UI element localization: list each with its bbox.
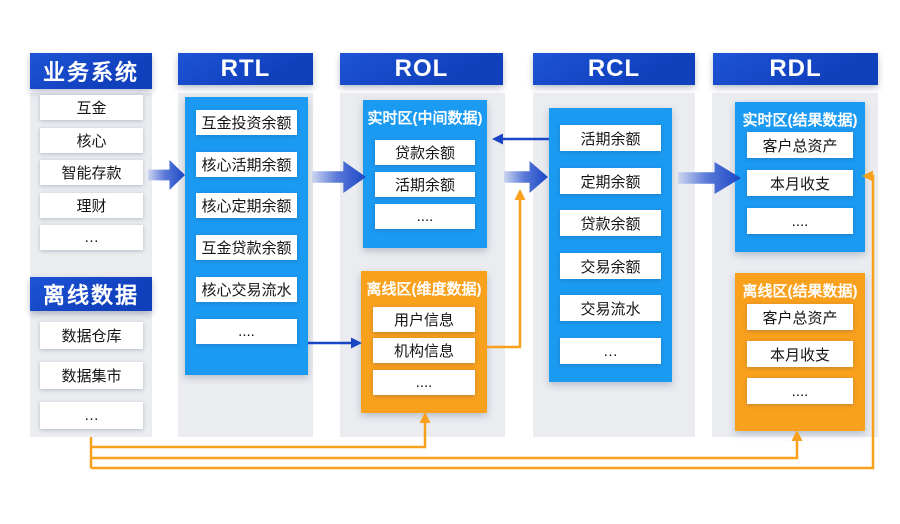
rcl-item: …	[560, 338, 661, 364]
rdl-realtime-zone-title: 实时区(结果数据)	[742, 111, 858, 129]
rol-header: ROL	[340, 53, 503, 85]
rdl-offline-zone-title: 离线区(结果数据)	[742, 282, 858, 300]
rcl-item: 交易余额	[560, 253, 661, 279]
rtl-item: 互金贷款余额	[196, 235, 297, 260]
rdl-header: RDL	[713, 53, 878, 85]
rol-realtime-zone-title: 实时区(中间数据)	[367, 109, 483, 127]
business-systems-header: 业务系统	[30, 53, 152, 89]
rdl-realtime-item: 客户总资产	[747, 132, 853, 158]
rol-offline-item: 用户信息	[373, 307, 475, 332]
rtl-header: RTL	[178, 53, 313, 85]
rdl-offline-item: 本月收支	[747, 341, 853, 367]
rcl-item: 贷款余额	[560, 210, 661, 236]
rdl-realtime-item: 本月收支	[747, 170, 853, 196]
offline-data-item: 数据仓库	[40, 322, 143, 349]
rol-offline-item: ....	[373, 370, 475, 395]
business-system-item: …	[40, 225, 143, 250]
business-system-item: 智能存款	[40, 160, 143, 185]
rtl-item: 互金投资余额	[196, 110, 297, 135]
rdl-offline-item: ....	[747, 378, 853, 404]
business-system-item: 理财	[40, 193, 143, 218]
rtl-item: 核心交易流水	[196, 277, 297, 302]
offline-data-header: 离线数据	[30, 277, 152, 311]
rcl-item: 活期余额	[560, 125, 661, 151]
rcl-item: 交易流水	[560, 295, 661, 321]
rol-realtime-item: ....	[375, 204, 475, 229]
rcl-header: RCL	[533, 53, 695, 85]
rol-realtime-item: 活期余额	[375, 172, 475, 197]
rcl-item: 定期余额	[560, 168, 661, 194]
rol-offline-item: 机构信息	[373, 338, 475, 363]
rtl-item: 核心定期余额	[196, 193, 297, 218]
rtl-item: ....	[196, 319, 297, 344]
arrowhead-up-icon	[514, 189, 526, 200]
connector-offline-to-rdl-offline	[91, 441, 799, 460]
rtl-item: 核心活期余额	[196, 152, 297, 177]
rdl-realtime-item: ....	[747, 208, 853, 234]
rdl-offline-item: 客户总资产	[747, 304, 853, 330]
offline-data-item: 数据集市	[40, 362, 143, 389]
business-system-item: 互金	[40, 95, 143, 120]
rol-offline-zone-title: 离线区(维度数据)	[366, 280, 482, 298]
business-system-item: 核心	[40, 128, 143, 153]
rol-realtime-item: 贷款余额	[375, 140, 475, 165]
offline-data-item: …	[40, 402, 143, 429]
